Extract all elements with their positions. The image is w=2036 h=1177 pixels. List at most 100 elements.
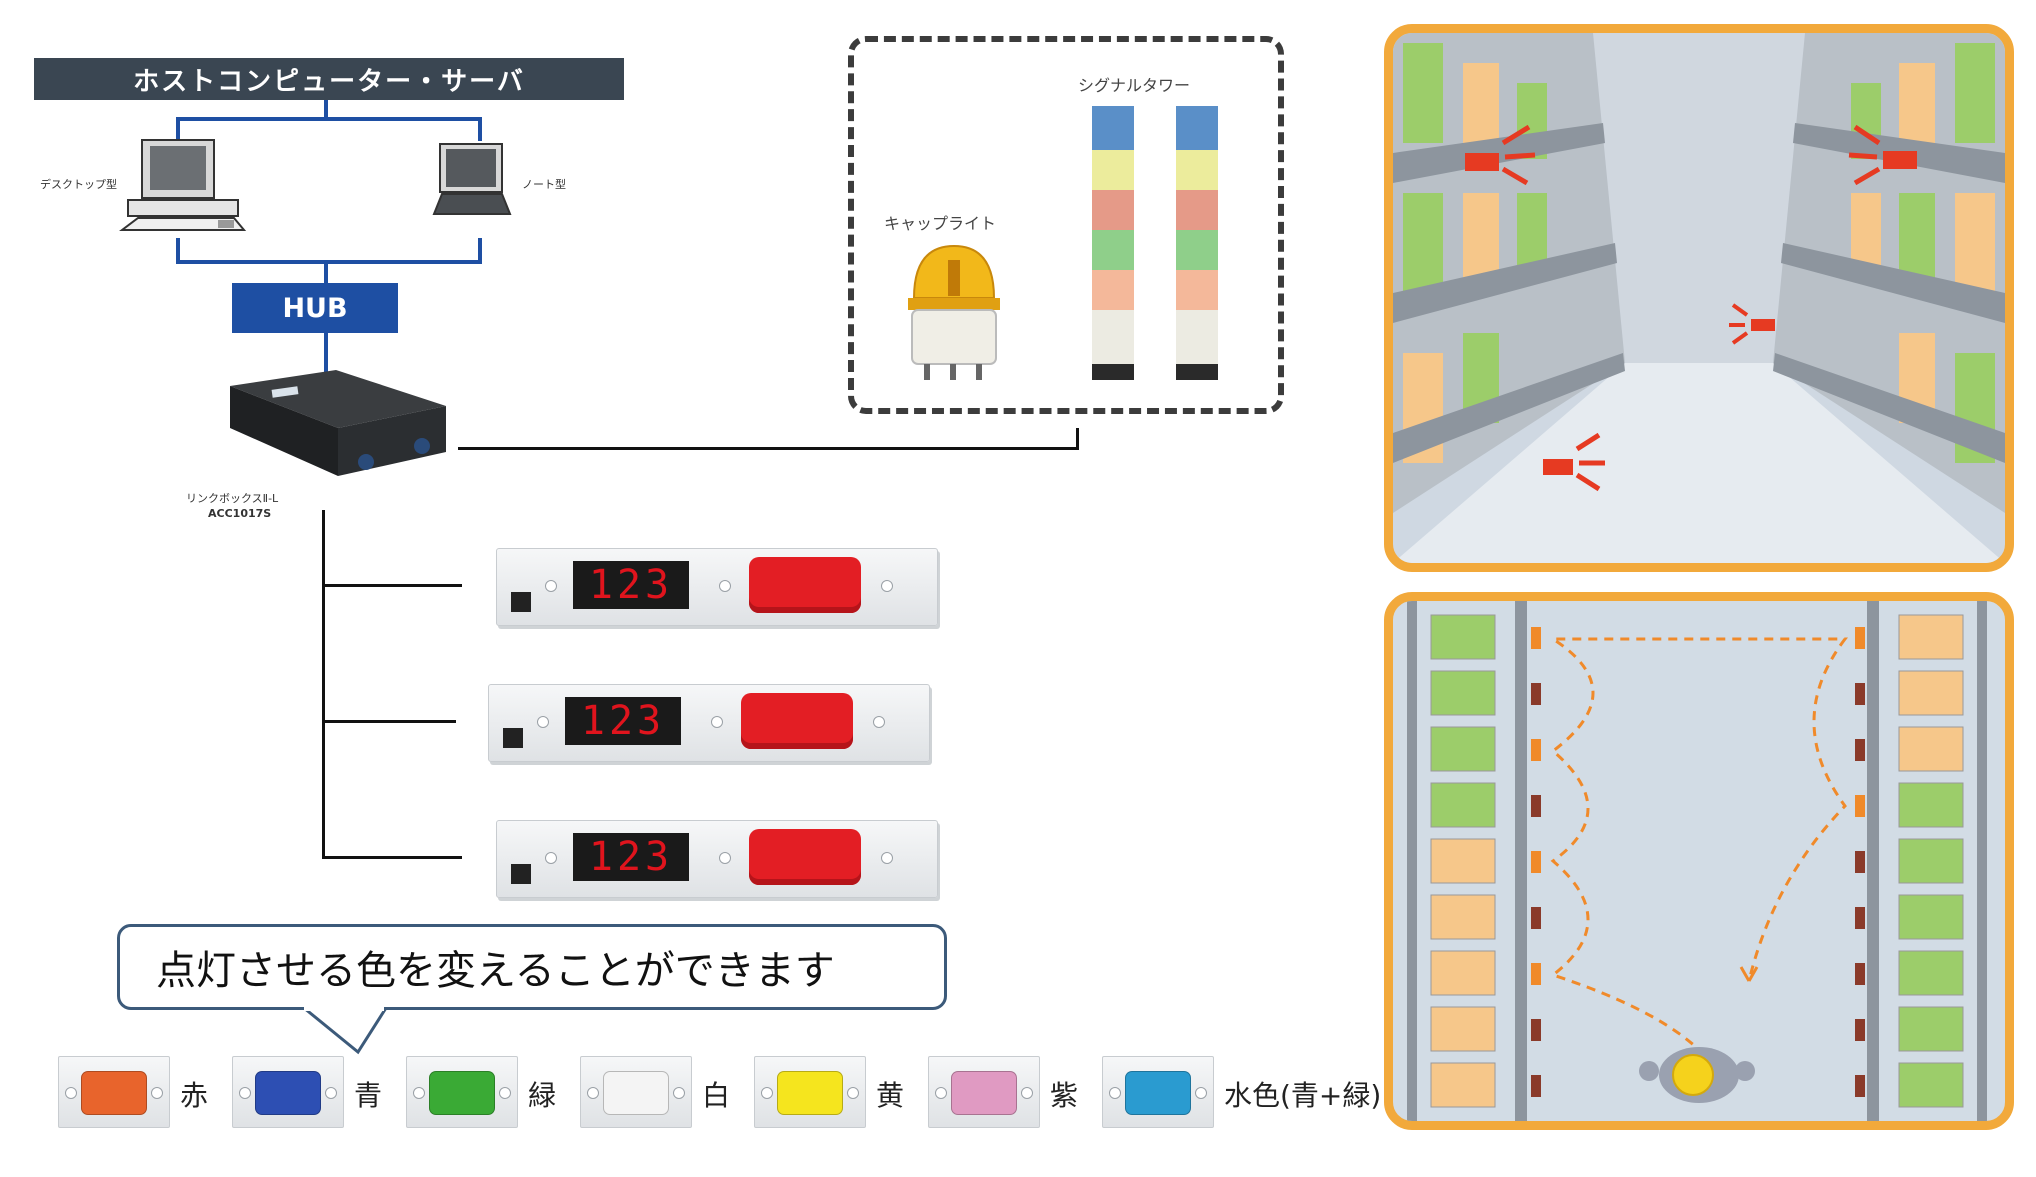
desktop-label: デスクトップ型 [40, 178, 117, 191]
color-swatch-label: 水色(青+緑) [1224, 1079, 1382, 1112]
indicator-lamp [749, 557, 861, 613]
line-indicator-trunk [322, 510, 325, 859]
wire-right-up [478, 238, 482, 262]
screw [847, 1087, 859, 1099]
linkbox-model: ACC1017S [208, 507, 272, 520]
indicator-lamp [741, 693, 853, 749]
cap-light-label: キャップライト [884, 214, 997, 233]
indicator-button [511, 592, 531, 612]
color-swatch-lamp [951, 1071, 1017, 1115]
screw [537, 716, 549, 728]
right-rack [1898, 614, 1964, 1108]
wire-hub-out [324, 332, 328, 374]
line-indicator-2 [322, 720, 456, 723]
indicator-display: 123 [573, 833, 689, 881]
color-swatch [754, 1056, 866, 1128]
screw [499, 1087, 511, 1099]
color-swatch-lamp [603, 1071, 669, 1115]
color-swatch-lamp [777, 1071, 843, 1115]
screw [587, 1087, 599, 1099]
signal-tower-label: シグナルタワー [1078, 76, 1191, 95]
color-swatch-lamp [1125, 1071, 1191, 1115]
line-lights-drop [1076, 428, 1079, 450]
screw [239, 1087, 251, 1099]
color-swatch [232, 1056, 344, 1128]
aisle-perspective-illustration [1393, 33, 2005, 563]
screw [545, 852, 557, 864]
color-swatch-label: 青 [354, 1079, 383, 1112]
screw [545, 580, 557, 592]
screw [761, 1087, 773, 1099]
picking-route-path [1547, 637, 1849, 1082]
wire-hub-in [324, 262, 328, 284]
lights-dashed-box [848, 36, 1284, 414]
host-server-label: ホストコンピューター・サーバ [133, 66, 525, 97]
color-swatch-label: 赤 [180, 1079, 209, 1112]
wire-server-down [324, 100, 328, 118]
color-swatch [580, 1056, 692, 1128]
wire-right-down [478, 117, 482, 141]
notebook-label: ノート型 [522, 178, 566, 191]
color-swatch [406, 1056, 518, 1128]
color-swatch-lamp [429, 1071, 495, 1115]
screw [673, 1087, 685, 1099]
screw [1109, 1087, 1121, 1099]
screw [873, 716, 885, 728]
callout-text: 点灯させる色を変えることができます [156, 948, 835, 994]
color-swatch [1102, 1056, 1214, 1128]
indicator-display: 123 [565, 697, 681, 745]
picking-route-panel [1384, 592, 2014, 1130]
wire-server-to-pcs [176, 117, 482, 121]
screw [1021, 1087, 1033, 1099]
line-indicator-3 [322, 856, 462, 859]
indicator-unit-2: 123 [488, 684, 930, 762]
aisle-perspective-panel [1384, 24, 2014, 572]
linkbox-name: リンクボックスⅡ-L [186, 492, 279, 505]
picking-route-illustration [1407, 601, 1987, 1121]
screw [413, 1087, 425, 1099]
wire-left-up [176, 238, 180, 262]
indicator-button [511, 864, 531, 884]
desktop-pc-icon [119, 139, 247, 231]
wire-pcs-to-hub [176, 260, 482, 264]
color-swatch-label: 黄 [876, 1079, 905, 1112]
screw [881, 852, 893, 864]
screw [151, 1087, 163, 1099]
color-swatch [928, 1056, 1040, 1128]
indicator-unit-3: 123 [496, 820, 938, 898]
screw [935, 1087, 947, 1099]
color-swatch-label: 紫 [1050, 1079, 1079, 1112]
indicator-value: 123 [588, 562, 674, 608]
screw [719, 580, 731, 592]
line-linkbox-to-lights [458, 447, 1078, 450]
signal-tower-icon-2 [1176, 106, 1218, 380]
indicator-display: 123 [573, 561, 689, 609]
left-rack [1430, 614, 1496, 1108]
screw [711, 716, 723, 728]
screw [325, 1087, 337, 1099]
color-swatch-label: 白 [702, 1079, 731, 1112]
hub-label: HUB [282, 292, 348, 324]
linkbox-device-icon [230, 370, 446, 476]
callout-tail [303, 1006, 388, 1055]
screw [65, 1087, 77, 1099]
signal-tower-icon-1 [1092, 106, 1134, 380]
indicator-lamp [749, 829, 861, 885]
color-swatch-lamp [81, 1071, 147, 1115]
color-swatch-lamp [255, 1071, 321, 1115]
notebook-pc-icon [432, 143, 512, 215]
hub-box: HUB [232, 283, 398, 333]
screw [881, 580, 893, 592]
wire-left-down [176, 117, 180, 141]
cap-light-icon [908, 244, 1000, 380]
screw [719, 852, 731, 864]
screw [1195, 1087, 1207, 1099]
host-server-bar: ホストコンピューター・サーバ [34, 58, 624, 100]
color-swatch [58, 1056, 170, 1128]
indicator-button [503, 728, 523, 748]
indicator-value: 123 [588, 834, 674, 880]
indicator-unit-1: 123 [496, 548, 938, 626]
worker-icon [1639, 1047, 1755, 1103]
callout-tail-mask [304, 1005, 384, 1011]
color-swatch-label: 緑 [528, 1079, 557, 1112]
